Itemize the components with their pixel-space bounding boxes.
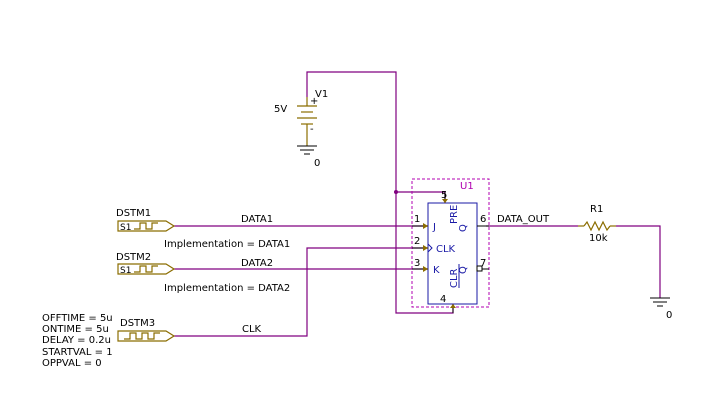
source-v1[interactable]: + - V1 5V 0 bbox=[274, 89, 328, 169]
u1-refdes: U1 bbox=[460, 181, 474, 192]
waveform-icon bbox=[134, 222, 158, 230]
clock-param-offtime: OFFTIME = 5u bbox=[42, 313, 113, 324]
qbar-bubble bbox=[476, 265, 483, 272]
stimulus-dstm1[interactable]: S1 DSTM1 DATA1 Implementation = DATA1 bbox=[116, 208, 290, 250]
pin-arrow-icon bbox=[423, 223, 428, 229]
net-clk-label: CLK bbox=[242, 324, 262, 335]
clock-wedge-icon bbox=[427, 243, 433, 253]
clock-param-delay: DELAY = 0.2u bbox=[42, 335, 111, 346]
dstm3-name: DSTM3 bbox=[120, 318, 155, 329]
resistor-zigzag-icon bbox=[583, 220, 611, 232]
stimulus-icon bbox=[117, 220, 176, 232]
clock-waveform-icon bbox=[124, 332, 160, 340]
pin-pre-label: PRE bbox=[449, 205, 460, 224]
dstm2-name: DSTM2 bbox=[116, 252, 151, 263]
v1-ground-label: 0 bbox=[314, 158, 320, 169]
waveform-icon bbox=[134, 265, 158, 273]
pin-num-4: 4 bbox=[440, 294, 446, 305]
dstm1-tag: S1 bbox=[120, 223, 131, 233]
pin-clk-label: CLK bbox=[436, 244, 456, 255]
flipflop-u1[interactable]: U1 J CLK K PRE Q CLR Q 1 2 3 4 5 6 bbox=[411, 178, 490, 313]
dstm2-implementation: Implementation = DATA2 bbox=[164, 283, 290, 294]
stimulus-dstm2[interactable]: S1 DSTM2 DATA2 Implementation = DATA2 bbox=[116, 252, 290, 294]
r1-name: R1 bbox=[590, 204, 603, 215]
net-data-out-label: DATA_OUT bbox=[497, 214, 550, 225]
stimulus-dstm3[interactable]: DSTM3 CLK OFFTIME = 5u ONTIME = 5u DELAY… bbox=[42, 313, 262, 369]
net-data1-label: DATA1 bbox=[241, 214, 273, 225]
stimulus-icon bbox=[117, 330, 176, 342]
u1-outline bbox=[411, 178, 490, 308]
pin-k-label: K bbox=[433, 265, 440, 276]
net-data2-label: DATA2 bbox=[241, 258, 273, 269]
r1-value: 10k bbox=[589, 233, 608, 244]
ground-out[interactable]: 0 bbox=[650, 297, 672, 321]
resistor-r1[interactable]: R1 10k bbox=[578, 204, 616, 244]
pin-arrow-icon bbox=[450, 304, 456, 308]
pin-num-7: 7 bbox=[480, 258, 486, 269]
pin-arrow-icon bbox=[423, 245, 428, 251]
clock-param-startval: STARTVAL = 1 bbox=[42, 347, 113, 358]
pin-clr-label: CLR bbox=[449, 268, 460, 288]
pin-q-label: Q bbox=[458, 224, 469, 232]
dstm1-name: DSTM1 bbox=[116, 208, 151, 219]
v1-name: V1 bbox=[315, 89, 328, 100]
ground-out-label: 0 bbox=[666, 310, 672, 321]
pin-arrow-icon bbox=[442, 199, 448, 203]
pin-num-3: 3 bbox=[414, 258, 420, 269]
dstm2-tag: S1 bbox=[120, 266, 131, 276]
wire-clk[interactable] bbox=[174, 247, 428, 337]
v1-minus-sign: - bbox=[310, 124, 314, 135]
clock-param-oppval: OPPVAL = 0 bbox=[42, 358, 102, 369]
pin-num-5: 5 bbox=[441, 190, 447, 201]
pin-arrow-icon bbox=[423, 266, 428, 272]
v1-plus-sign: + bbox=[310, 96, 318, 107]
wires bbox=[174, 71, 661, 337]
pin-num-2: 2 bbox=[414, 236, 420, 247]
stimulus-icon bbox=[117, 263, 176, 275]
clock-param-ontime: ONTIME = 5u bbox=[42, 324, 109, 335]
pin-num-1: 1 bbox=[414, 214, 420, 225]
pin-num-6: 6 bbox=[480, 214, 486, 225]
pin-qbar-label: Q bbox=[458, 266, 469, 274]
pin-j-label: J bbox=[432, 222, 436, 233]
wire-r1-gnd[interactable] bbox=[616, 225, 661, 298]
dstm1-implementation: Implementation = DATA1 bbox=[164, 239, 290, 250]
v1-value: 5V bbox=[274, 104, 287, 115]
